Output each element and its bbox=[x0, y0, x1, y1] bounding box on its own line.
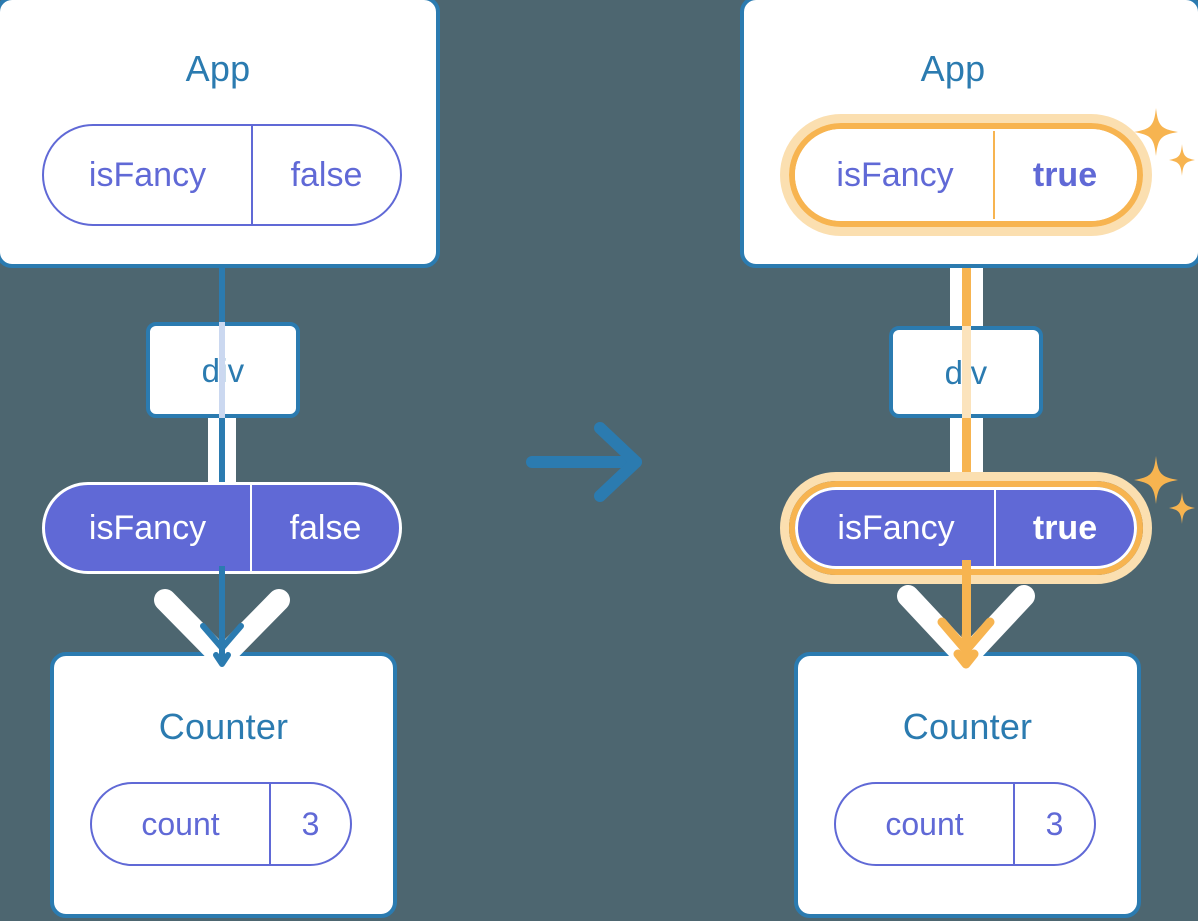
pill-prop-before-value: false bbox=[250, 485, 399, 571]
connector-div-to-prop-right bbox=[962, 418, 971, 490]
sparkle-large bbox=[1134, 108, 1178, 156]
card-counter-after-title: Counter bbox=[902, 706, 1033, 747]
pill-app-state-before-key: isFancy bbox=[88, 155, 207, 194]
pill-prop-after-key: isFancy bbox=[837, 508, 955, 547]
card-app-before-title: App bbox=[185, 48, 251, 89]
pill-prop-before-key: isFancy bbox=[88, 508, 207, 547]
pill-app-state-before-value: false bbox=[251, 126, 400, 224]
sparkle-icon-prop-after bbox=[1134, 456, 1195, 524]
pill-counter-state-before-key: count bbox=[141, 805, 220, 842]
pill-app-state-after-glow-inner bbox=[789, 123, 1143, 227]
pill-app-state-before: isFancy false bbox=[42, 124, 402, 226]
pill-app-state-after-value: true bbox=[993, 131, 1135, 219]
card-counter-before-title: Counter bbox=[158, 706, 289, 747]
sparkle-large bbox=[1134, 456, 1178, 504]
pill-app-state-after: isFancy true bbox=[795, 129, 1137, 221]
connector-app-to-div-right bbox=[962, 222, 971, 326]
fork-arrow-white-after bbox=[897, 585, 1035, 669]
connector-app-to-div-left bbox=[219, 264, 225, 322]
pill-app-state-after-glow-outer bbox=[780, 114, 1152, 236]
pill-counter-state-before: count 3 bbox=[90, 782, 352, 866]
card-app-after-title: App bbox=[920, 48, 986, 89]
pill-counter-state-after-value: 3 bbox=[1013, 784, 1094, 864]
pill-counter-state-after: count 3 bbox=[834, 782, 1096, 866]
sparkle-small bbox=[1169, 144, 1195, 176]
pill-prop-after: isFancy true bbox=[795, 487, 1137, 569]
sparkle-icon-app-after bbox=[1134, 108, 1195, 176]
pill-counter-state-after-key: count bbox=[885, 805, 964, 842]
connector-through-div-left bbox=[219, 322, 225, 418]
pill-app-state-after-key: isFancy bbox=[836, 155, 954, 194]
transition-arrow-icon bbox=[526, 422, 642, 502]
pill-prop-before: isFancy false bbox=[42, 482, 402, 574]
connector-through-div-right bbox=[962, 326, 971, 418]
connector-div-to-prop-left bbox=[219, 418, 225, 490]
sparkle-small bbox=[1169, 492, 1195, 524]
pill-counter-state-before-value: 3 bbox=[269, 784, 350, 864]
arrow-blue-before bbox=[200, 566, 244, 667]
pill-prop-after-value: true bbox=[994, 490, 1134, 566]
fork-arrow-white-before bbox=[154, 589, 290, 669]
